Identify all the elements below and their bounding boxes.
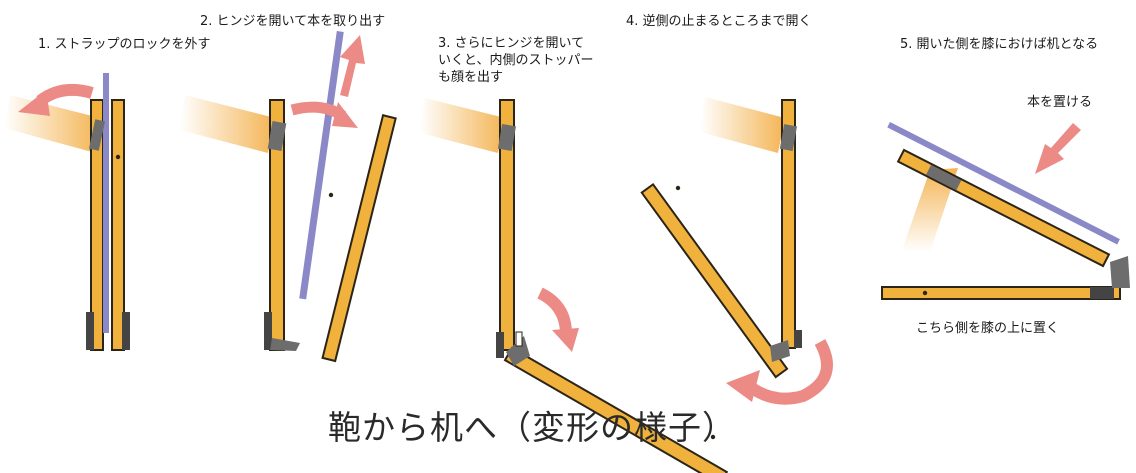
diagram-caption: 鞄から机へ（変形の様子） bbox=[328, 408, 736, 447]
step1-book bbox=[103, 73, 109, 333]
step-label-1: 1. ストラップのロックを外す bbox=[38, 37, 211, 52]
step-label-4: 4. 逆側の止まるところまで開く bbox=[626, 14, 812, 29]
annotation-on-lap: こちら側を膝の上に置く bbox=[916, 321, 1060, 336]
step1-illustration bbox=[4, 73, 130, 351]
step2-illustration bbox=[180, 31, 397, 363]
step2-book bbox=[299, 31, 344, 300]
step2-strap bbox=[180, 95, 275, 153]
step3-board-upright bbox=[499, 99, 515, 351]
step-label-5: 5. 開いた側を膝におけば机となる bbox=[900, 37, 1099, 52]
step1-board-right bbox=[111, 99, 125, 351]
step2-board-right bbox=[321, 114, 397, 363]
step4-illustration bbox=[640, 97, 833, 405]
step3-strap bbox=[420, 98, 505, 153]
step-label-3: 3. さらにヒンジを開いて いくと、内側のストッパー も顔を出す bbox=[438, 36, 594, 85]
step5-board-base bbox=[881, 286, 1121, 300]
annotation-place-book: 本を置ける bbox=[1027, 95, 1093, 110]
step2-pull-arrow bbox=[340, 35, 365, 97]
step4-strap bbox=[700, 97, 785, 153]
step5-book bbox=[887, 122, 1120, 245]
step4-rotate-arrow bbox=[748, 339, 833, 405]
step3-illustration bbox=[420, 98, 729, 473]
step-label-2: 2. ヒンジを開いて本を取り出す bbox=[200, 14, 386, 29]
step4-board-opened bbox=[640, 182, 789, 379]
step1-strap bbox=[4, 95, 100, 152]
step5-illustration bbox=[881, 122, 1130, 300]
step5-place-arrow bbox=[1035, 123, 1081, 174]
step1-unlock-arrow bbox=[36, 83, 94, 106]
step3-rotate-arrow bbox=[537, 287, 572, 333]
step5-strap bbox=[902, 168, 958, 252]
